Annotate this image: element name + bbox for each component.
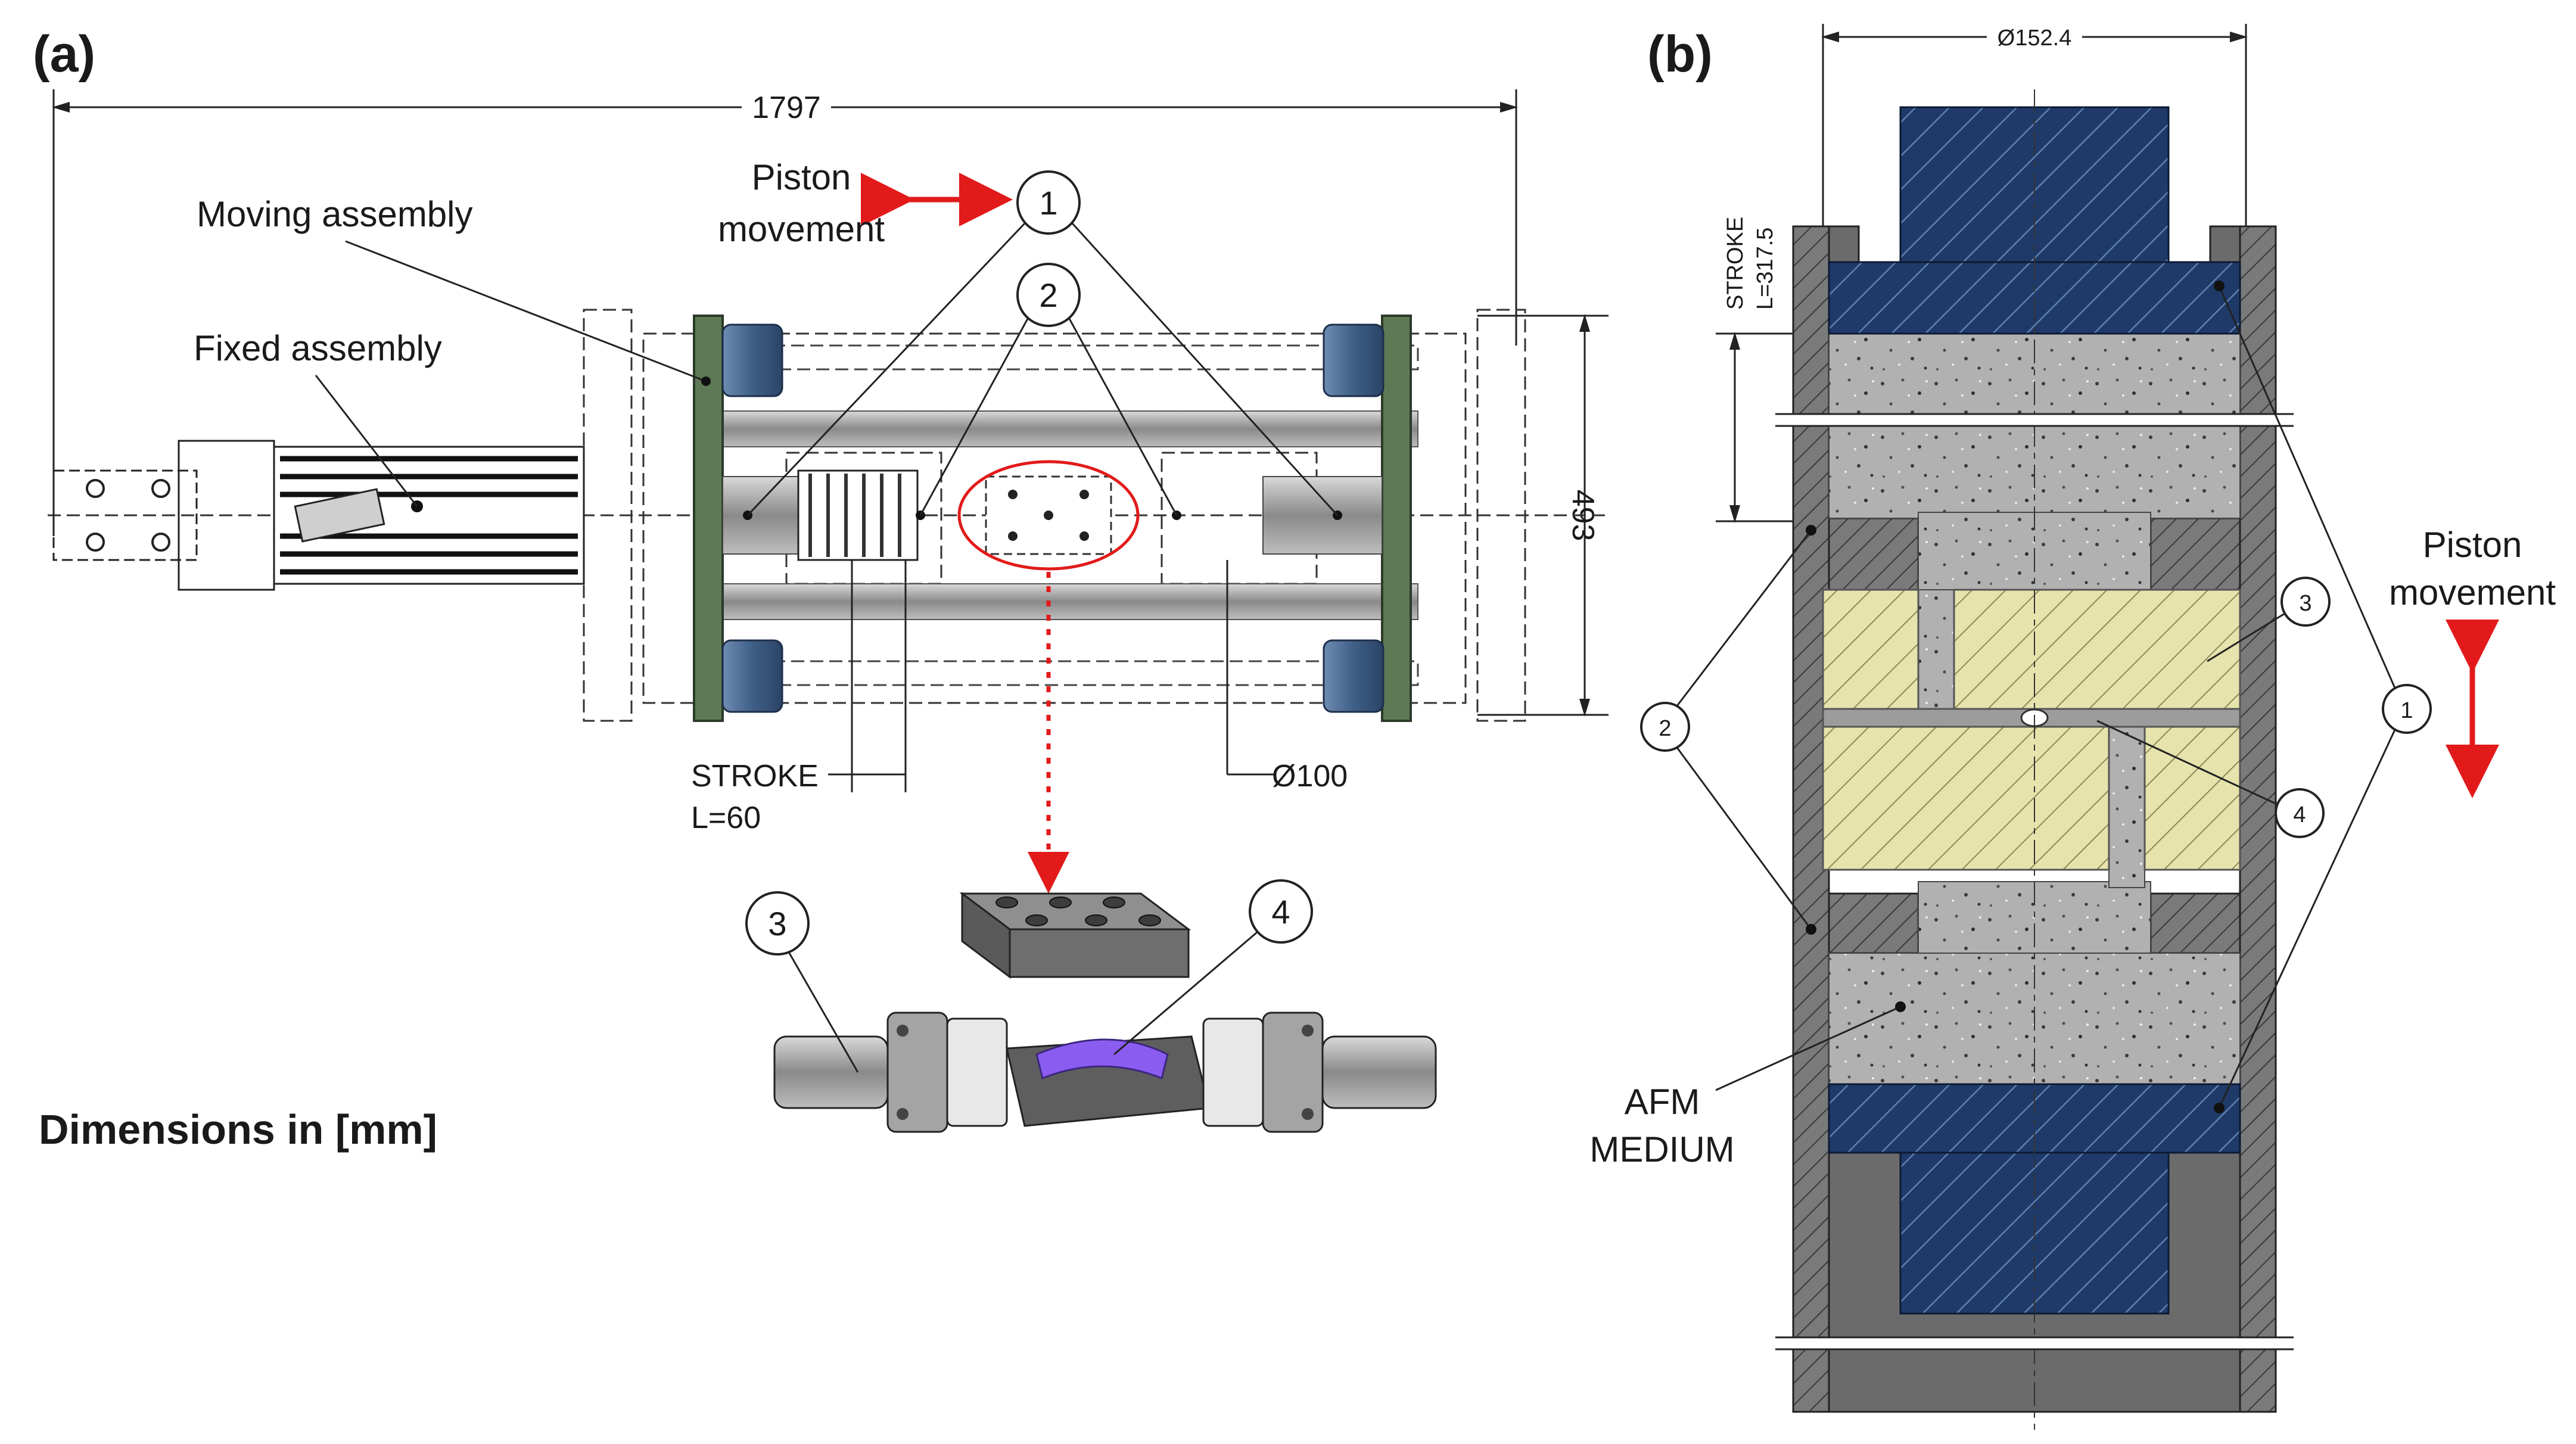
callout-2-b: 2 [1640,525,1816,935]
afm-medium-leader [1715,1006,1901,1091]
pistons [722,469,1383,561]
detail-3d-view [773,892,1437,1133]
moving-assembly-leader [345,240,707,382]
end-plates [693,315,1412,722]
panel-a: (a) 1797 493 [33,26,1609,1153]
diameter-b: Ø152.4 [1998,26,2072,51]
callout-4-b: 4 [2096,720,2325,838]
callout-1-b: 1 [2214,281,2432,1113]
diameter-dimension-b [1821,24,2248,226]
callout-3-a: 3 [745,891,859,1073]
piston-label-a-line1: Piston [752,157,851,197]
svg-text:4: 4 [1271,893,1290,930]
svg-text:1: 1 [1039,184,1057,222]
break-lines [1775,415,2294,1349]
callout-2-a: 2 [919,263,1178,516]
svg-text:4: 4 [2293,802,2306,827]
piston-label-b-line1: Piston [2423,525,2522,565]
svg-text:2: 2 [1039,276,1057,314]
stroke-a-line1: STROKE [691,759,819,793]
fixed-assembly-label: Fixed assembly [194,328,442,368]
overall-length-dimension [52,89,1518,536]
svg-text:3: 3 [768,905,786,942]
callout-1-a: 1 [746,170,1339,516]
stroke-b-line1: STROKE [1723,217,1748,310]
tie-rods [714,344,1419,686]
panel-a-label: (a) [33,26,95,83]
svg-text:1: 1 [2400,698,2413,723]
fixed-assembly [52,440,585,591]
panel-b-label: (b) [1647,26,1713,83]
fixed-assembly-leader [315,375,418,507]
callout-3-b: 3 [2207,577,2331,662]
diameter-a: Ø100 [1272,759,1348,793]
svg-text:3: 3 [2299,591,2311,616]
afm-medium-line2: MEDIUM [1589,1129,1734,1169]
stroke-a-line2: L=60 [691,801,761,835]
dimensions-note: Dimensions in [mm] [39,1106,437,1153]
die-blocks [1822,589,2241,871]
svg-text:2: 2 [1659,716,1671,741]
piston-label-a-line2: movement [718,209,885,249]
afm-medium-line1: AFM [1625,1082,1700,1122]
piston-label-b-line2: movement [2389,572,2556,612]
panel-b: (b) Ø152.4 STROKE L=317.5 [1589,24,2556,1430]
moving-assembly-label: Moving assembly [197,194,473,234]
callout-4-a: 4 [1113,879,1313,1056]
nut-caps [721,323,1385,713]
stroke-b-line2: L=317.5 [1753,228,1778,310]
overall-length-value: 1797 [752,91,821,125]
zoom-ellipse [957,460,1140,571]
stroke-dimension-b [1716,332,1805,523]
stroke-dimension-a [828,560,1275,792]
break-outlines [1775,413,2294,1350]
